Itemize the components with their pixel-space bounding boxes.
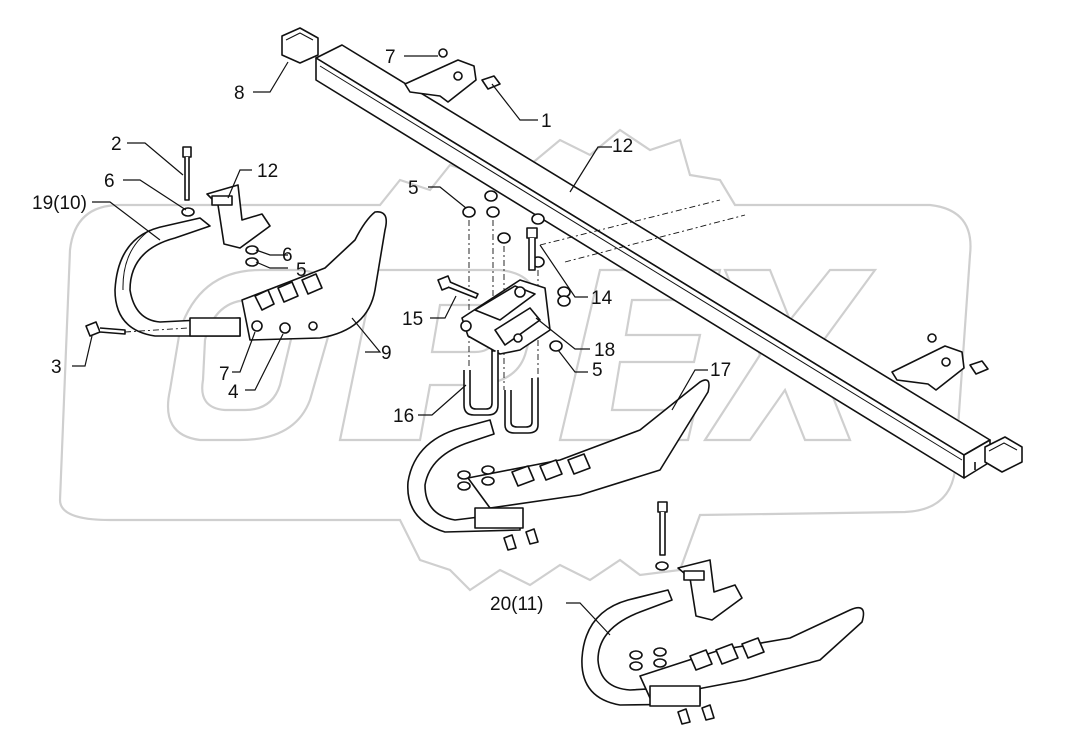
- callout-19-10: 19(10): [32, 193, 87, 214]
- callout-6-mid: 6: [282, 245, 293, 266]
- leader-lines: [72, 55, 708, 636]
- clamp-bracket-lower: [677, 559, 743, 621]
- spring-tine-17: [407, 379, 710, 551]
- clamp-bracket-12-left: [206, 184, 271, 267]
- callout-12-beam: 12: [612, 136, 633, 157]
- bolt-3: [85, 321, 189, 337]
- callout-4: 4: [228, 382, 239, 403]
- callout-6-top: 6: [104, 171, 115, 192]
- callout-12-left: 12: [257, 161, 278, 182]
- u-bolts-16: [463, 350, 539, 434]
- beam-bracket-top: [404, 48, 501, 103]
- callout-5-top: 5: [408, 178, 419, 199]
- callout-17: 17: [710, 360, 731, 381]
- callout-7-left: 7: [219, 364, 230, 385]
- clamp-block-18: [460, 279, 563, 355]
- end-cap-top: [281, 27, 319, 64]
- callout-5-left: 5: [296, 260, 307, 281]
- callout-9: 9: [381, 343, 392, 364]
- watermark-logo: [58, 128, 972, 592]
- spring-tine-20: [581, 589, 865, 725]
- beam-bracket-bottom: [891, 333, 989, 391]
- callout-20-11: 20(11): [490, 594, 544, 615]
- spring-tine-19: [114, 217, 241, 337]
- callout-labels: 1 2 3 4 5 5 5 6 6 7 7 8 9 12 12 14 15 16…: [32, 47, 731, 615]
- callout-8: 8: [234, 83, 245, 104]
- tine-blade-9: [241, 211, 388, 341]
- callout-16: 16: [393, 406, 414, 427]
- bolt-14: [526, 227, 538, 271]
- callout-18: 18: [594, 340, 615, 361]
- callout-2: 2: [111, 134, 122, 155]
- bolt-lower: [655, 501, 669, 571]
- end-cap-bottom: [984, 436, 1023, 473]
- callout-5-right: 5: [592, 360, 603, 381]
- square-tube-beam: [315, 44, 991, 479]
- callout-1: 1: [541, 111, 552, 132]
- callout-15: 15: [402, 309, 423, 330]
- bolt-15: [437, 275, 479, 299]
- callout-3: 3: [51, 357, 62, 378]
- callout-7-top: 7: [385, 47, 396, 68]
- callout-14: 14: [591, 288, 613, 309]
